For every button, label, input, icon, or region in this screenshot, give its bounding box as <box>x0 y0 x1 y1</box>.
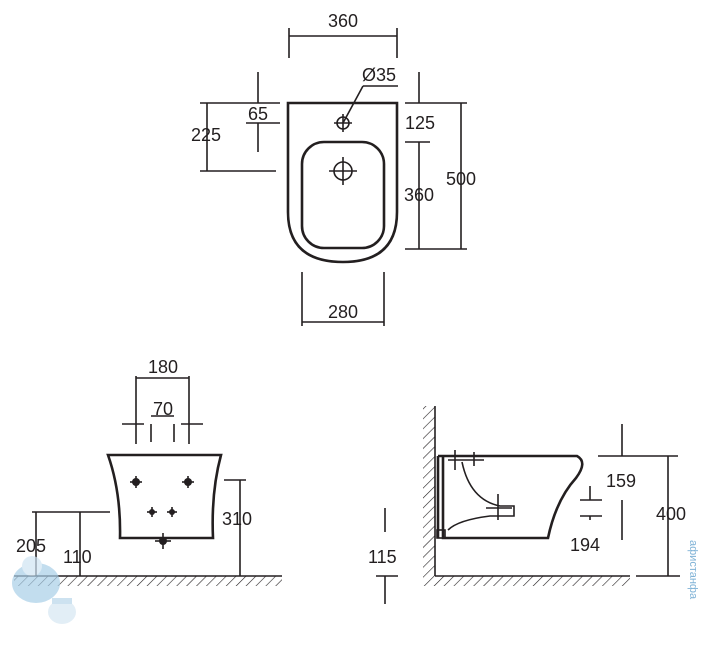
label-hole-diameter: Ø35 <box>362 65 396 85</box>
label-height: 310 <box>222 509 252 529</box>
watermark-text: афиcтанфа <box>687 540 699 600</box>
wall-hatch <box>423 406 435 576</box>
dim-side-offset: 225 <box>191 102 280 172</box>
dim-hole-diameter: Ø35 <box>342 65 398 124</box>
top-view-bowl <box>300 140 386 250</box>
label-mount-spacing: 180 <box>148 357 178 377</box>
dim-rim-drop: 159 <box>580 424 678 540</box>
side-view-body <box>438 454 584 540</box>
label-rim-drop: 159 <box>606 471 636 491</box>
label-front-gap: 125 <box>405 113 435 133</box>
dim-length-overall: 500 <box>446 103 476 249</box>
label-base-width: 280 <box>328 302 358 322</box>
label-outlet-offset: 194 <box>570 535 600 555</box>
label-bowl-length: 360 <box>404 185 434 205</box>
floor-hatch <box>14 576 282 586</box>
dim-inner-spacing: 70 <box>151 399 174 419</box>
mascot-toilet-icon <box>12 556 76 624</box>
label-side-offset: 225 <box>191 125 221 145</box>
dim-outlet-offset: 194 <box>570 515 602 555</box>
floor-hatch-side <box>423 576 630 586</box>
dim-width-overall: 360 <box>288 11 398 58</box>
front-view: 180 70 310 205 110 <box>14 357 282 586</box>
label-length-overall: 500 <box>446 169 476 189</box>
dim-bowl-length: 360 <box>404 142 467 250</box>
dim-height: 310 <box>222 479 252 576</box>
side-fittings-icon <box>448 450 512 520</box>
dim-front-gap: 125 <box>405 72 467 143</box>
dim-outlet-height: 115 <box>368 508 398 604</box>
side-view: 159 194 400 115 <box>368 406 686 604</box>
side-view-bowl <box>447 461 515 531</box>
front-view-body <box>106 453 223 540</box>
top-view-outline <box>286 101 399 264</box>
label-outlet-height: 115 <box>368 547 397 567</box>
front-holes-icon <box>130 476 194 549</box>
top-view: 360 Ø35 65 225 125 <box>191 11 476 326</box>
dim-hole-offset: 65 <box>246 72 280 152</box>
label-bolt-height: 110 <box>63 547 92 567</box>
label-width-overall: 360 <box>328 11 358 31</box>
dim-bolt-height: 110 <box>63 512 92 576</box>
dim-mount-spacing: 180 <box>135 357 190 426</box>
dim-rim-height: 400 <box>636 456 686 577</box>
label-hole-offset: 65 <box>248 104 268 124</box>
mount-pins <box>122 423 203 444</box>
label-inner-spacing: 70 <box>153 399 173 419</box>
drain-icon <box>329 157 357 185</box>
label-rim-height: 400 <box>656 504 686 524</box>
label-floor-height: 205 <box>16 536 46 556</box>
dim-base-width: 280 <box>301 272 385 326</box>
